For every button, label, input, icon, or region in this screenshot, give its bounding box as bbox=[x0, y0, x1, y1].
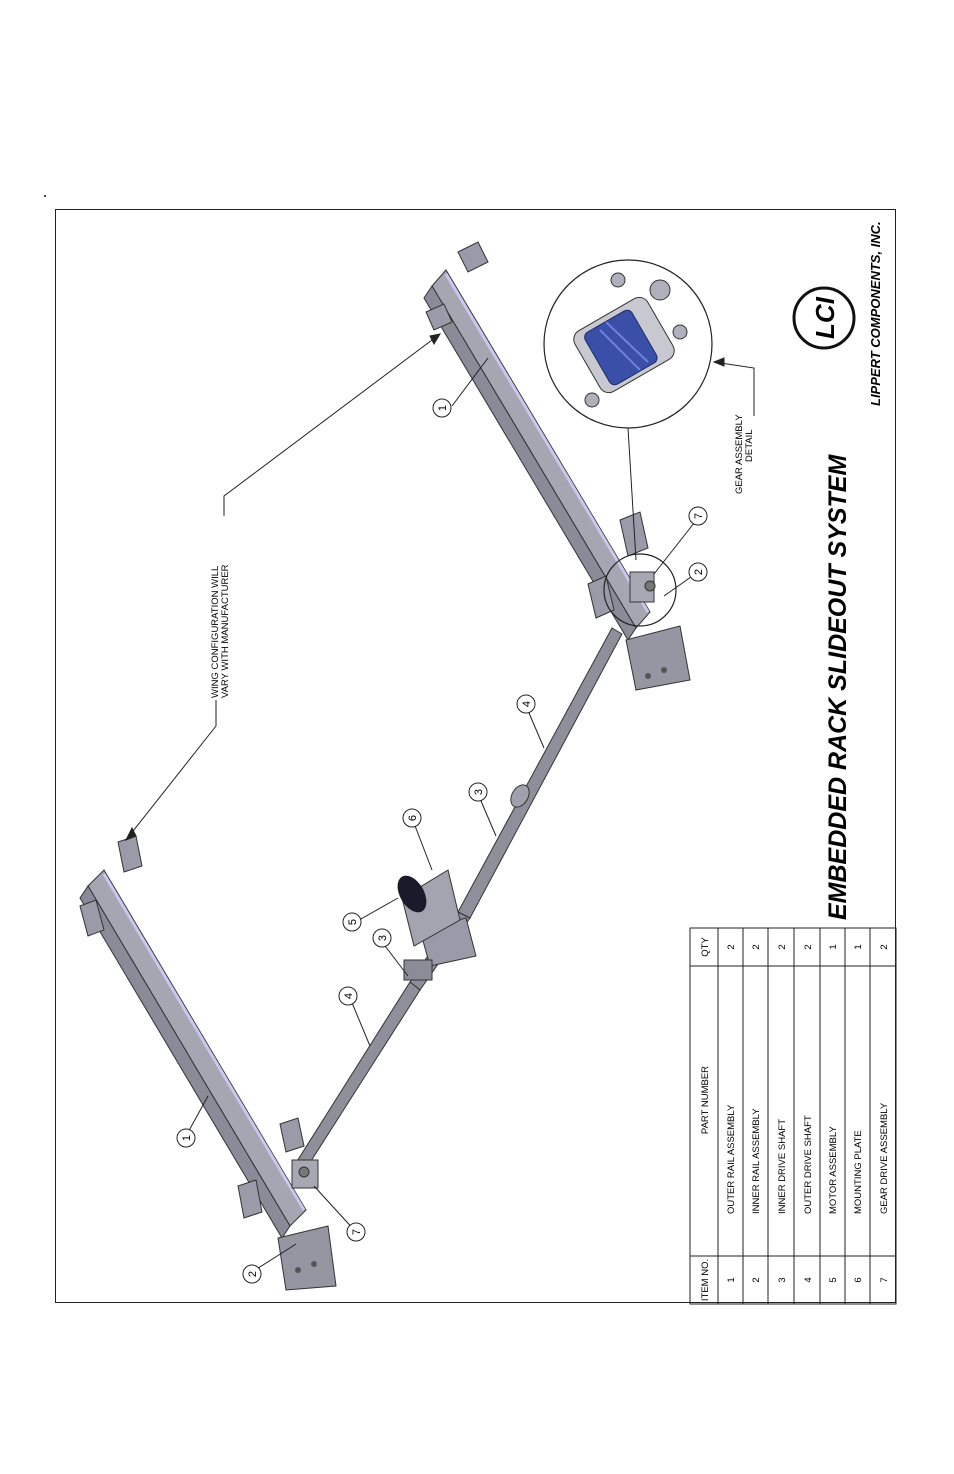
wing-note-line2: VARY WITH MANUFACTURER bbox=[220, 564, 231, 698]
balloon-3a: 3 bbox=[468, 782, 488, 802]
bom-cell-qty: 1 bbox=[853, 944, 864, 949]
bom-cell-qty: 2 bbox=[803, 944, 814, 949]
balloon-7b: 7 bbox=[346, 1222, 366, 1242]
balloon-label: 3 bbox=[377, 935, 389, 941]
bom-cell-qty: 1 bbox=[828, 944, 839, 949]
bom-cell-item: 4 bbox=[803, 1277, 814, 1282]
balloon-4b: 4 bbox=[338, 986, 358, 1006]
bom-cell-item: 2 bbox=[751, 1277, 762, 1282]
bom-cell-part: OUTER DRIVE SHAFT bbox=[803, 1115, 814, 1214]
balloon-label: 5 bbox=[347, 919, 359, 925]
bom-cell-part: MOTOR ASSEMBLY bbox=[828, 1126, 839, 1214]
bom-cell-part: GEAR DRIVE ASSEMBLY bbox=[879, 1102, 890, 1214]
motor-assembly bbox=[397, 869, 477, 981]
balloon-label: 2 bbox=[247, 1271, 259, 1277]
bom-header-qty: QTY bbox=[700, 937, 711, 957]
bom-header-item: ITEM NO. bbox=[700, 1259, 711, 1301]
gear-drive-right bbox=[603, 553, 677, 627]
bom-cell-part: INNER DRIVE SHAFT bbox=[777, 1119, 788, 1214]
detail-note-line1: GEAR ASSEMBLY bbox=[734, 414, 745, 494]
balloon-2b: 2 bbox=[688, 562, 708, 582]
balloon-1a: 1 bbox=[432, 398, 452, 418]
drawing-frame bbox=[55, 209, 896, 1303]
balloon-label: 1 bbox=[437, 405, 449, 411]
bom-cell-item: 1 bbox=[726, 1277, 737, 1282]
balloon-label: 7 bbox=[351, 1229, 363, 1235]
balloon-label: 7 bbox=[693, 513, 705, 519]
inner-rail-bracket-left bbox=[277, 1225, 337, 1291]
balloon-2a: 2 bbox=[242, 1264, 262, 1284]
gear-drive-left bbox=[291, 1159, 319, 1189]
balloon-7a: 7 bbox=[688, 506, 708, 526]
bom-header-part: PART NUMBER bbox=[700, 1066, 711, 1134]
balloon-5: 5 bbox=[342, 912, 362, 932]
bom-cell-item: 7 bbox=[879, 1277, 890, 1282]
detail-note-line2: DETAIL bbox=[744, 429, 755, 462]
balloon-6: 6 bbox=[402, 808, 422, 828]
company-name: LIPPERT COMPONENTS, INC. bbox=[868, 221, 883, 406]
balloon-label: 2 bbox=[693, 569, 705, 575]
bom-cell-qty: 2 bbox=[726, 944, 737, 949]
bom-cell-item: 3 bbox=[777, 1277, 788, 1282]
balloon-label: 3 bbox=[473, 789, 485, 795]
lci-logo: LCI bbox=[792, 286, 856, 350]
bom-cell-item: 5 bbox=[828, 1277, 839, 1282]
bom-cell-qty: 2 bbox=[751, 944, 762, 949]
balloon-4a: 4 bbox=[516, 694, 536, 714]
bom-cell-part: MOUNTING PLATE bbox=[853, 1130, 864, 1214]
bom-cell-part: OUTER RAIL ASSEMBLY bbox=[726, 1104, 737, 1214]
bom-cell-qty: 2 bbox=[777, 944, 788, 949]
balloon-label: 1 bbox=[181, 1135, 193, 1141]
inner-rail-bracket-right bbox=[625, 625, 691, 691]
balloon-label: 6 bbox=[407, 815, 419, 821]
drawing-title: EMBEDDED RACK SLIDEOUT SYSTEM bbox=[824, 454, 852, 920]
balloon-label: 4 bbox=[521, 701, 533, 707]
balloon-label: 4 bbox=[343, 993, 355, 999]
bom-cell-part: INNER RAIL ASSEMBLY bbox=[751, 1108, 762, 1214]
stray-mark bbox=[44, 195, 46, 197]
gear-detail bbox=[543, 259, 713, 561]
wing-note-line1: WING CONFIGURATION WILL bbox=[210, 566, 221, 698]
logo-text: LCI bbox=[810, 296, 840, 339]
bom-cell-item: 6 bbox=[853, 1277, 864, 1282]
outer-rail-left bbox=[79, 835, 307, 1239]
bom-cell-qty: 2 bbox=[879, 944, 890, 949]
balloon-3b: 3 bbox=[372, 928, 392, 948]
balloon-1b: 1 bbox=[176, 1128, 196, 1148]
bom-grid bbox=[689, 927, 897, 1305]
